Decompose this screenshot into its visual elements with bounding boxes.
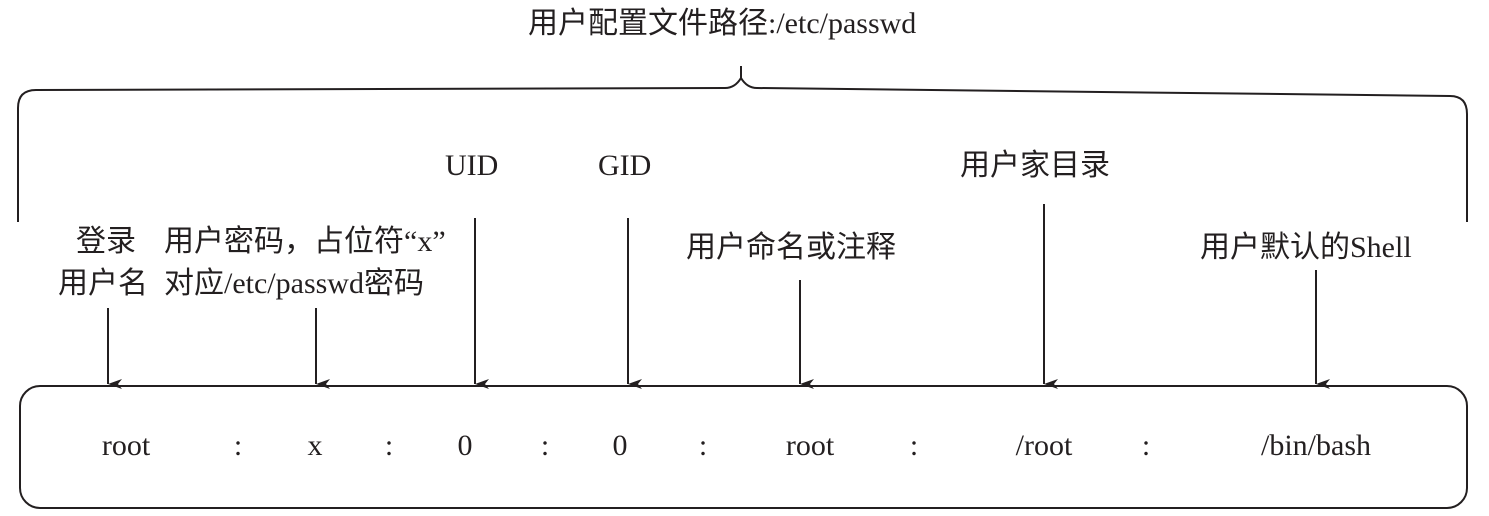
field-username: root <box>101 429 151 462</box>
field-shell: /bin/bash <box>1261 429 1371 462</box>
label-login-line2: 用户名 <box>58 267 148 300</box>
separator: : <box>1141 429 1151 462</box>
label-password-line2: 对应/etc/passwd密码 <box>164 267 424 300</box>
field-home: /root <box>1015 429 1073 462</box>
separator: : <box>698 429 708 462</box>
diagram-title: 用户配置文件路径:/etc/passwd <box>528 7 917 40</box>
record-box <box>19 385 1468 509</box>
separator: : <box>384 429 394 462</box>
label-gid: GID <box>598 149 652 182</box>
label-home: 用户家目录 <box>960 149 1110 182</box>
field-gid: 0 <box>612 429 628 462</box>
separator: : <box>909 429 919 462</box>
label-comment: 用户命名或注释 <box>686 231 896 264</box>
field-password: x <box>307 429 323 462</box>
separator: : <box>233 429 243 462</box>
field-comment: root <box>785 429 835 462</box>
label-shell: 用户默认的Shell <box>1200 231 1412 264</box>
label-uid: UID <box>445 149 499 182</box>
brace <box>17 66 1468 222</box>
label-login-line1: 登录 <box>76 225 136 258</box>
label-password-line1: 用户密码，占位符“x” <box>164 225 446 258</box>
separator: : <box>540 429 550 462</box>
field-uid: 0 <box>457 429 473 462</box>
